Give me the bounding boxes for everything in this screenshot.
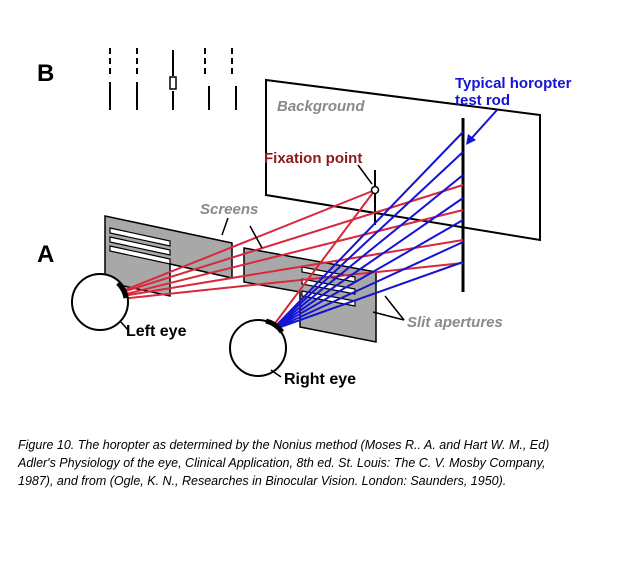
panel-a-label: A [37,241,54,268]
fixation-point-label: Fixation point [264,150,362,167]
left-eye-label: Left eye [126,323,187,340]
background-plane [265,78,541,242]
caption-line-3: 1987), and from (Ogle, K. N., Researches… [18,474,507,488]
figure-caption: Figure 10. The horopter as determined by… [18,436,613,490]
fixation-point-marker [370,185,380,195]
nonius-lines-panel-b [109,48,237,110]
screens-label: Screens [200,201,258,218]
test-rod-label-line2: test rod [455,92,510,109]
panel-b-label: B [37,60,54,87]
background-label: Background [277,98,365,115]
nonius-fixation-box [169,76,177,90]
right-eye-rays [271,131,464,331]
left-eye-pupil [116,281,129,299]
label-pointers [120,164,405,378]
caption-line-1: Figure 10. The horopter as determined by… [18,438,550,452]
right-eye [229,319,287,377]
right-eye-label: Right eye [284,371,356,388]
slit-apertures-label: Slit apertures [407,314,503,331]
right-eye-pupil [265,318,285,334]
caption-line-2: Adler's Physiology of the eye, Clinical … [18,456,546,470]
right-eye-fixation-ray [269,189,376,331]
test-rod-pointer [469,109,498,141]
left-screen-slits [109,227,171,265]
test-rod-label-line1: Typical horopter [455,75,572,92]
left-eye [71,273,129,331]
test-rod-arrowhead [466,134,476,145]
